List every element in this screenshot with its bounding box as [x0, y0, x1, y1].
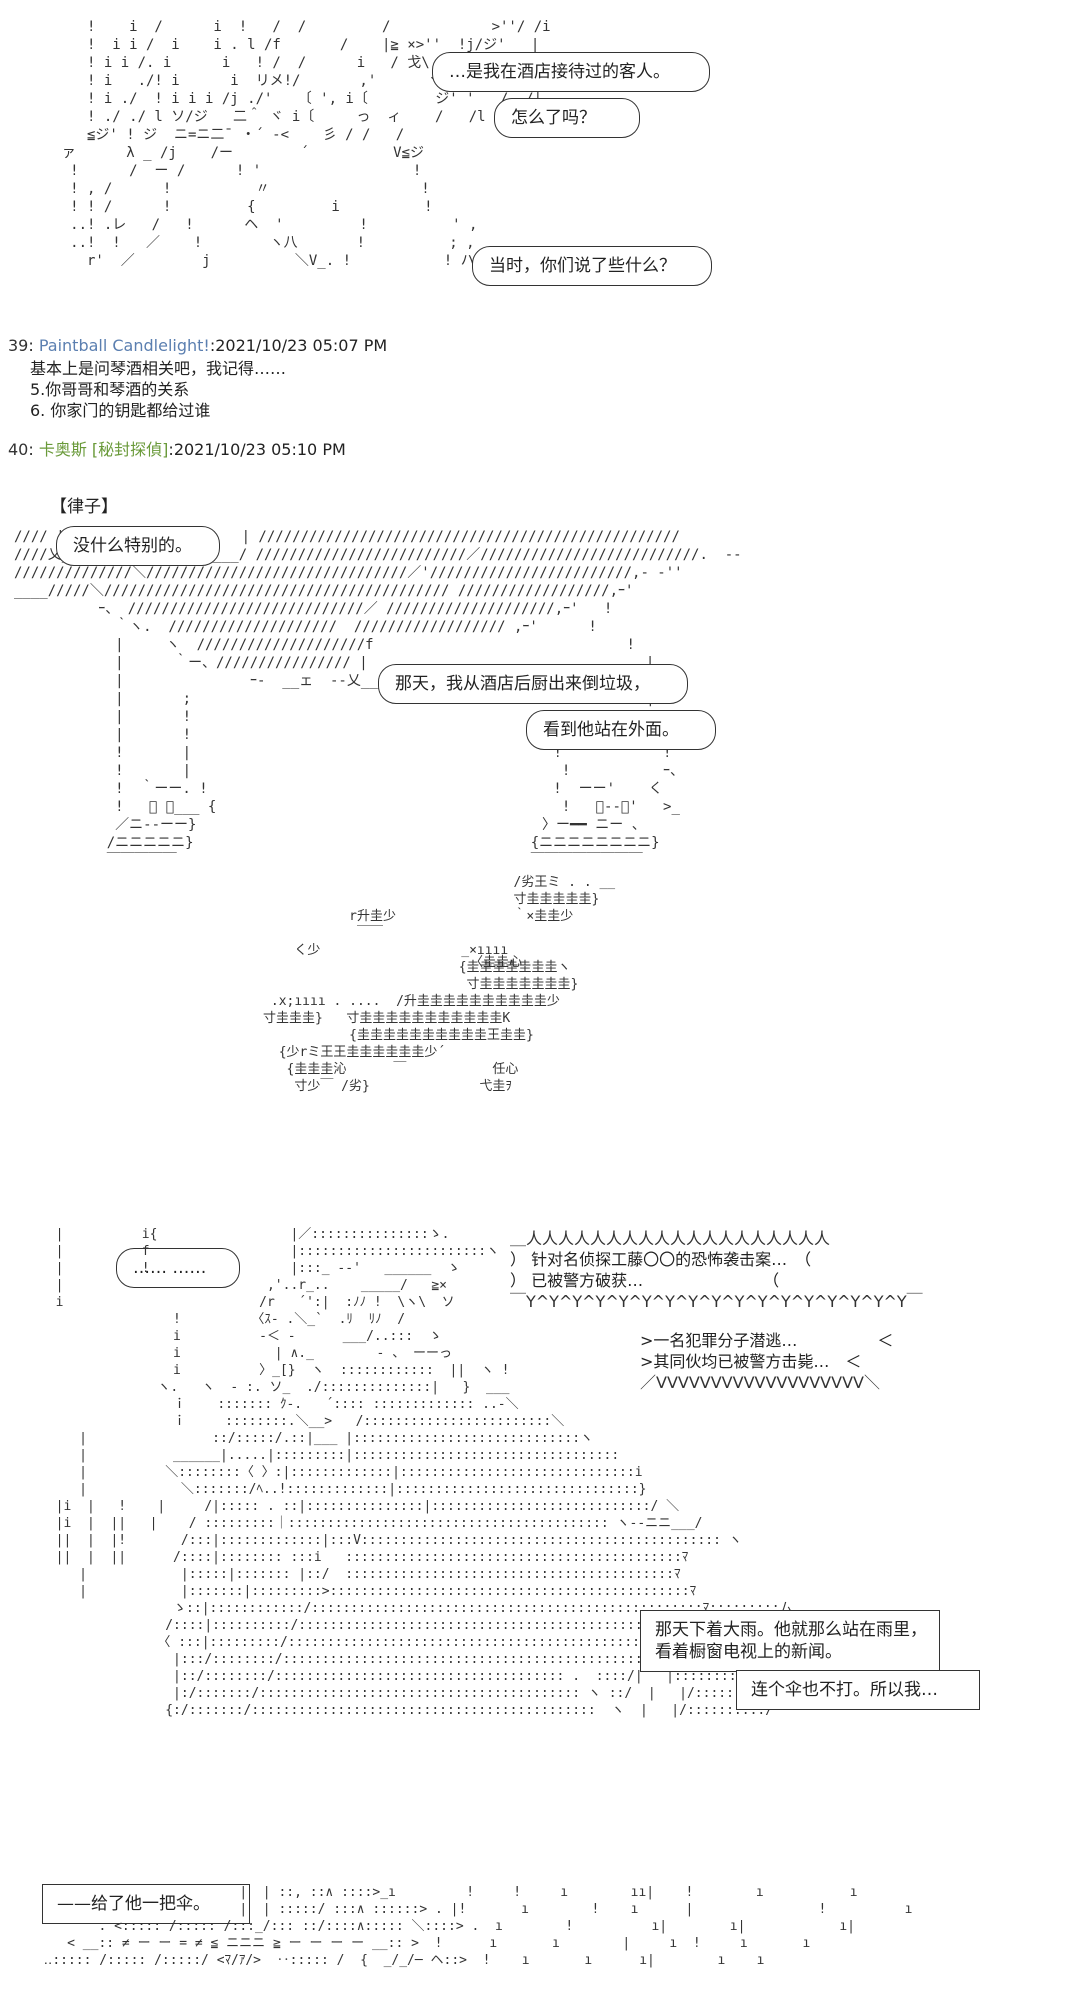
news-line: 已被警方破获…	[531, 1271, 644, 1290]
post-author-link[interactable]: Paintball Candlelight!	[38, 336, 210, 355]
post-body-39: 基本上是问琴酒相关吧，我记得…… 5.你哥哥和琴酒的关系 6. 你家门的钥匙都给…	[30, 358, 286, 421]
speech-bubble-garbage: 那天，我从酒店后厨出来倒垃圾，	[378, 664, 688, 704]
ascii-art-legs-scene: //// | | ///////////////////////////////…	[14, 529, 742, 869]
post-datetime: 2021/10/23 05:07 PM	[215, 336, 388, 355]
speech-bubble-customer: …是我在酒店接待过的客人。	[432, 52, 710, 92]
news-broadcast-text: ＿人人人人人人人人人人人人人人人人人人人 ） 针对名侦探工藤〇〇的恐怖袭击案… …	[510, 1229, 923, 1311]
ascii-art-bottom-strip: | | ::, ::∧ ::::>_ı ! ! ı ıı| ! ı ı | | …	[43, 1885, 913, 1968]
news-line: >其同伙均已被警方击毙…	[640, 1352, 830, 1371]
speech-bubble-nothing-special: 没什么特别的。	[56, 526, 220, 566]
narration-box-gave-umbrella: ——给了他一把伞。	[42, 1884, 250, 1924]
post-line: 基本上是问琴酒相关吧，我记得……	[30, 359, 287, 378]
narration-box-rain: 那天下着大雨。他就那么站在雨里， 看着橱窗电视上的新闻。	[640, 1610, 940, 1672]
news-broadcast-text-2: >一名犯罪分子潜逃… ＜ >其同伙均已被警方击毙… ＜ ／VVVVVVVVVVV…	[640, 1331, 894, 1392]
ascii-art-trash-pile: /劣王ミ . . __ 寸圭圭圭圭圭} r升圭少 ｀×圭圭少 ￣￣ く少 _×ı…	[263, 875, 616, 1094]
post-datetime: 2021/10/23 05:10 PM	[173, 440, 346, 459]
ascii-art-trash-right: 〈圭圭心	[470, 955, 523, 970]
news-line: 针对名侦探工藤〇〇的恐怖袭击案…	[531, 1250, 788, 1269]
narration-box-no-umbrella: 连个伞也不打。所以我…	[736, 1670, 980, 1710]
news-line: >一名犯罪分子潜逃…	[640, 1331, 798, 1350]
post-number: 40	[8, 440, 29, 459]
post-number: 39	[8, 336, 29, 355]
post-author-link[interactable]: 卡奥斯 [秘封探偵]	[38, 440, 169, 459]
post-line: 6. 你家门的钥匙都给过谁	[30, 401, 211, 420]
speaker-label: 【律子】	[50, 497, 118, 517]
speech-bubble-what-said: 当时，你们说了些什么？	[472, 246, 712, 286]
post-header-39: 39: Paintball Candlelight!:2021/10/23 05…	[8, 336, 388, 355]
post-header-40: 40: 卡奥斯 [秘封探偵]:2021/10/23 05:10 PM	[8, 440, 346, 459]
speech-bubble-what-happened: 怎么了吗？	[494, 98, 640, 138]
ascii-art-rain-figure: | i{ |／:::::::::::::::ゝ. | f |::::::::::…	[55, 1227, 801, 1718]
thought-bubble-ellipsis: …… ……	[116, 1248, 240, 1288]
speech-bubble-saw-him: 看到他站在外面。	[526, 710, 716, 750]
post-line: 5.你哥哥和琴酒的关系	[30, 380, 190, 399]
